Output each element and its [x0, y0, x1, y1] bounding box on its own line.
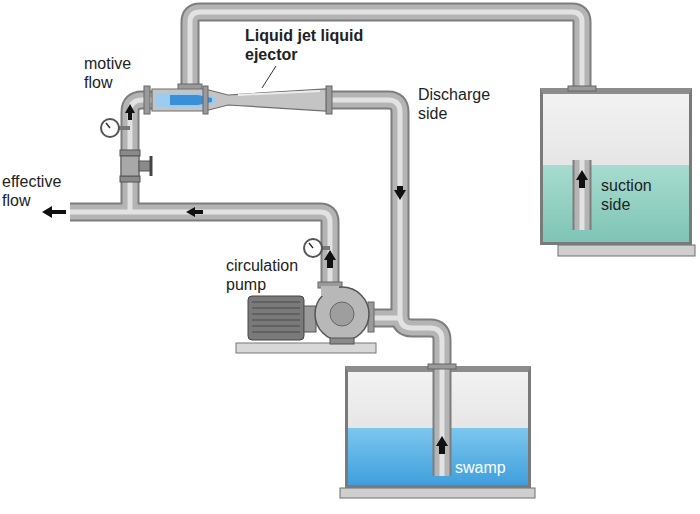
- tank-base: [558, 245, 695, 256]
- part-label: circulation pump: [226, 256, 318, 294]
- tank-label: suction side: [601, 176, 681, 214]
- flow-label: motive flow: [84, 54, 142, 92]
- flanges: [144, 84, 595, 332]
- flow-arrows: [42, 104, 406, 268]
- pressure-gauge: [101, 119, 130, 137]
- pipe: [70, 12, 582, 366]
- pipe-highlight: [70, 12, 582, 366]
- pipe: [70, 12, 582, 366]
- tank-label: swamp: [455, 458, 525, 477]
- ejector: [152, 86, 326, 114]
- circulation-pump: [236, 286, 376, 353]
- flow-label: effective flow: [2, 172, 72, 210]
- liquid-tank: suction side: [540, 88, 692, 245]
- leader-line: [262, 66, 276, 88]
- liquid-tank: swamp: [345, 366, 531, 488]
- side-label: Discharge side: [418, 85, 518, 123]
- tank-base: [340, 488, 535, 498]
- valve: [120, 150, 151, 182]
- part-label: Liquid jet liquid ejector: [245, 26, 370, 64]
- pressure-gauge: [304, 239, 330, 257]
